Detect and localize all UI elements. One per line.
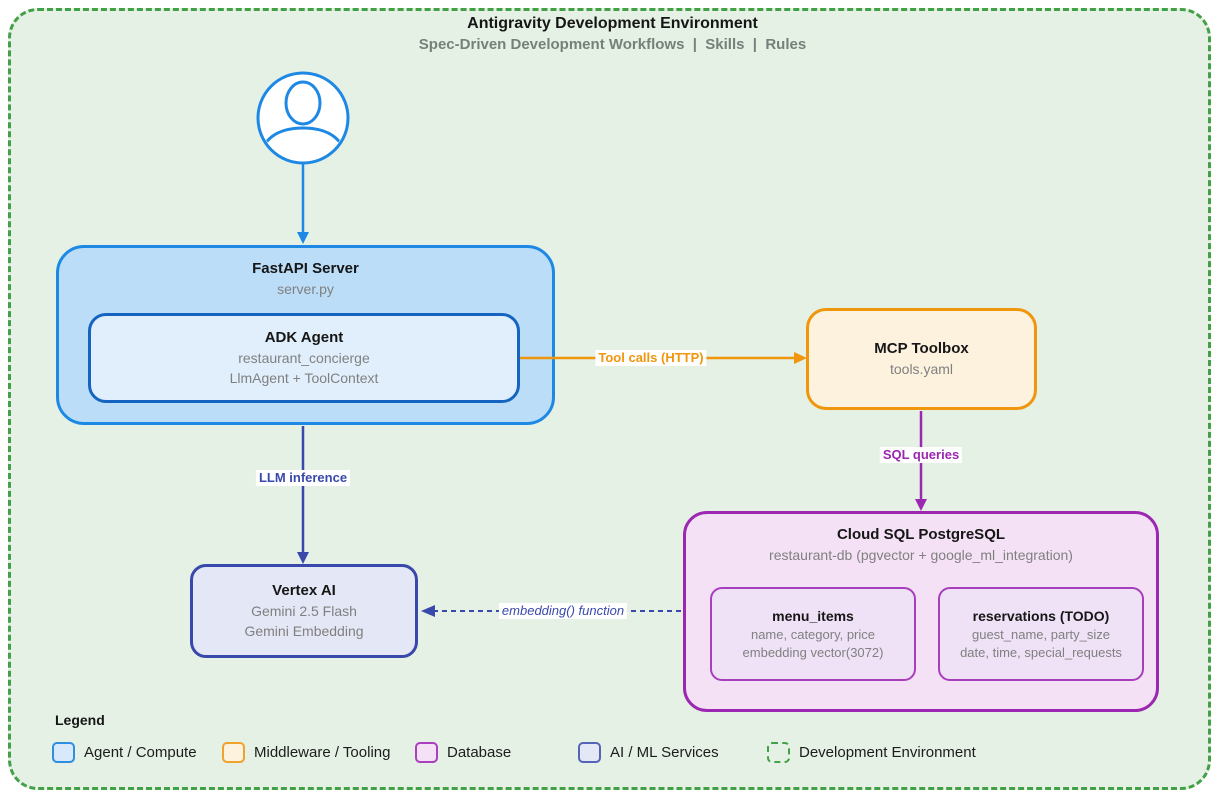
mcp-toolbox-subtitle: tools.yaml [889,361,954,377]
legend-label-agent-compute: Agent / Compute [84,743,197,761]
adk-agent-title: ADK Agent [264,329,344,346]
edge-label-tool-calls: Tool calls (HTTP) [595,350,707,366]
vertex-ai-title: Vertex AI [272,582,336,599]
fastapi-server-title: FastAPI Server [252,260,359,277]
page-subtitle: Spec-Driven Development Workflows | Skil… [418,36,807,53]
legend-label-development-environment: Development Environment [799,743,976,761]
legend-swatch-agent-compute [52,741,75,763]
mcp-toolbox-node: MCP Toolbox tools.yaml [806,308,1037,410]
edge-label-embedding-function: embedding() function [498,603,628,619]
legend-label-database: Database [447,743,512,761]
edge-label-llm-inference: LLM inference [255,470,351,486]
cloud-sql-subtitle: restaurant-db (pgvector + google_ml_inte… [769,547,1073,563]
menu-items-title: menu_items [772,607,854,624]
reservations-line2: date, time, special_requests [960,644,1122,660]
vertex-ai-node: Vertex AI Gemini 2.5 Flash Gemini Embedd… [190,564,418,658]
menu-items-table-node: menu_items name, category, price embeddi… [710,587,916,681]
legend-title: Legend [55,712,105,728]
legend-item-development-environment: Development Environment [767,741,976,763]
legend-item-ai-ml-services: AI / ML Services [578,741,719,763]
legend-swatch-middleware-tooling [222,741,245,763]
adk-agent-line1: restaurant_concierge [238,350,370,366]
legend-label-middleware-tooling: Middleware / Tooling [254,743,391,761]
legend-swatch-development-environment [767,741,790,763]
page-title: Antigravity Development Environment [467,15,758,32]
vertex-ai-line2: Gemini Embedding [244,623,364,639]
edge-label-sql-queries: SQL queries [879,447,963,463]
cloud-sql-title: Cloud SQL PostgreSQL [836,526,1006,543]
reservations-line1: guest_name, party_size [971,626,1111,642]
legend-item-agent-compute: Agent / Compute [52,741,197,763]
legend-item-middleware-tooling: Middleware / Tooling [222,741,390,763]
menu-items-line2: embedding vector(3072) [742,644,884,660]
legend-swatch-database [415,741,438,763]
vertex-ai-line1: Gemini 2.5 Flash [251,603,357,619]
diagram-header: Antigravity Development Environment Spec… [0,13,1225,56]
adk-agent-node: ADK Agent restaurant_concierge LlmAgent … [88,313,520,403]
adk-agent-line2: LlmAgent + ToolContext [229,370,379,386]
menu-items-line1: name, category, price [750,626,876,642]
legend-label-ai-ml-services: AI / ML Services [610,743,719,761]
reservations-title: reservations (TODO) [972,607,1110,624]
mcp-toolbox-title: MCP Toolbox [874,340,969,357]
reservations-table-node: reservations (TODO) guest_name, party_si… [938,587,1144,681]
fastapi-server-subtitle: server.py [277,281,334,297]
legend-item-database: Database [415,741,511,763]
legend-swatch-ai-ml-services [578,741,601,763]
